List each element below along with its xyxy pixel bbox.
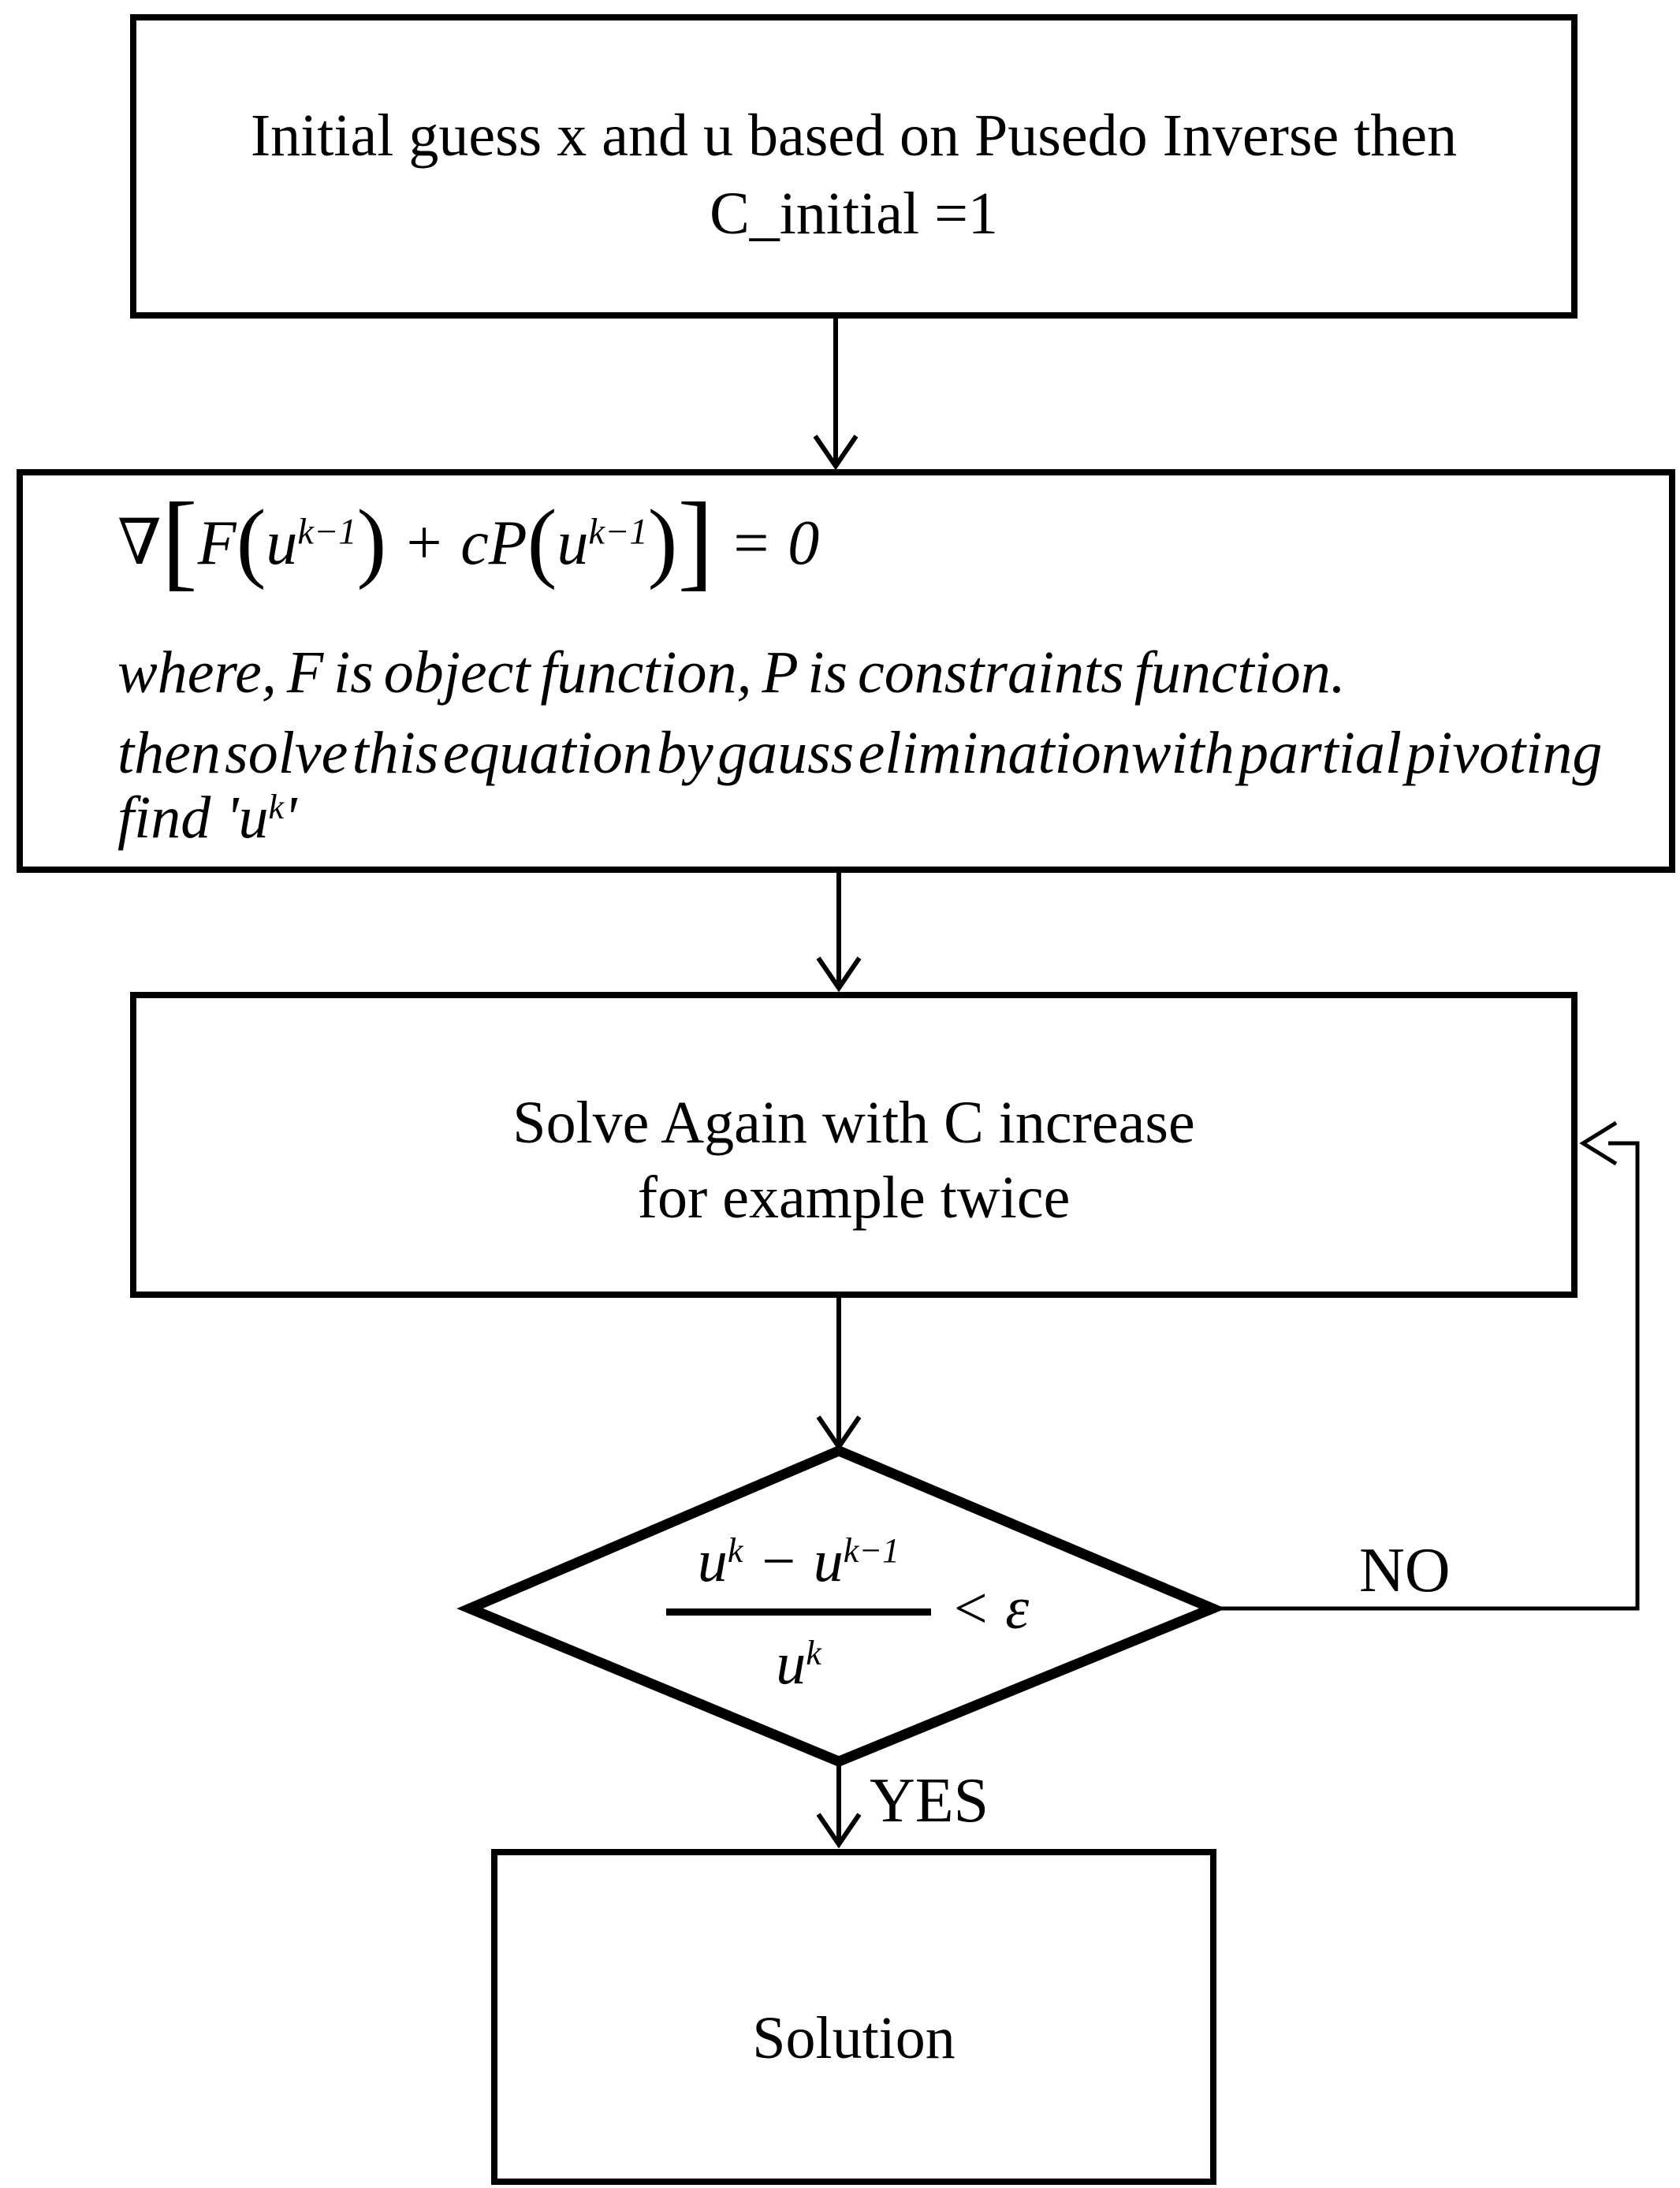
solve-again-line2: for example twice — [637, 1165, 1071, 1231]
start-box-line2: C_initial =1 — [710, 181, 998, 247]
decision-comparison: < ε — [950, 1575, 1030, 1642]
solve-again-box: Solve Again with C increase for example … — [130, 992, 1578, 1298]
gradient-equation: ∇[F(uk−1) + cP(uk−1)] = 0 — [117, 479, 820, 601]
solution-box: Solution — [491, 1849, 1216, 2185]
arrow-decision-to-solution — [816, 1761, 862, 1849]
decision-diamond-shape — [456, 1444, 1226, 1768]
yes-label: YES — [870, 1766, 989, 1836]
solve-again-line1: Solve Again with C increase — [512, 1090, 1195, 1156]
fraction-numerator: uk − uk−1 — [666, 1514, 931, 1616]
no-feedback-path — [1213, 1120, 1640, 1611]
start-box-line1: Initial guess x and u based on Pusedo In… — [250, 103, 1458, 170]
arrow-solve-to-decision — [816, 1292, 862, 1452]
arrow-start-to-equation — [813, 317, 859, 471]
equation-box-line2: where, F is object function, P is constr… — [117, 639, 1346, 706]
equation-box-line4: find 'uk' — [117, 785, 297, 851]
start-box: Initial guess x and u based on Pusedo In… — [130, 14, 1578, 319]
arrow-equation-to-solve — [816, 870, 862, 993]
fraction-denominator: uk — [776, 1631, 821, 1697]
equation-box-line3: then solve this equation by gauss elimin… — [117, 720, 1603, 786]
equation-box: ∇[F(uk−1) + cP(uk−1)] = 0 where, F is ob… — [17, 469, 1675, 873]
decision-fraction: uk − uk−1 uk — [666, 1514, 931, 1710]
solution-label: Solution — [752, 2005, 955, 2071]
no-label: NO — [1359, 1536, 1451, 1605]
